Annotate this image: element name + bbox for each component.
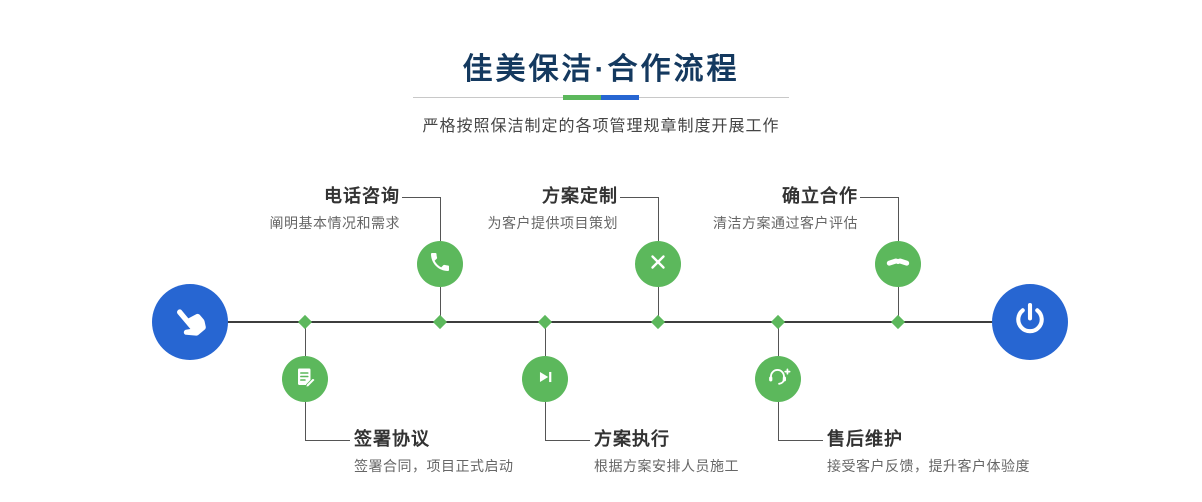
title-divider xyxy=(413,95,789,100)
timeline-node-diamond xyxy=(432,314,448,330)
step-title: 方案定制 xyxy=(542,186,618,206)
page-subtitle: 严格按照保洁制定的各项管理规章制度开展工作 xyxy=(422,118,780,135)
power-icon xyxy=(1011,301,1049,344)
timeline-end-node xyxy=(992,284,1068,360)
step-node-sign-agreement xyxy=(282,356,328,402)
step-desc: 清洁方案通过客户评估 xyxy=(713,215,858,231)
connector-line xyxy=(778,322,779,356)
timeline-node-diamond xyxy=(770,314,786,330)
step-label-establish-cooperation: 确立合作 清洁方案通过客户评估 xyxy=(608,185,858,232)
step-node-establish-cooperation xyxy=(875,241,921,287)
connector-line xyxy=(778,440,823,441)
divider-green-segment xyxy=(563,95,601,100)
pointing-hand-icon xyxy=(170,300,210,345)
connector-line xyxy=(440,197,441,241)
contract-icon xyxy=(293,365,317,394)
connector-line xyxy=(545,440,590,441)
step-label-plan-execution: 方案执行 根据方案安排人员施工 xyxy=(594,428,854,475)
timeline-start-node xyxy=(152,284,228,360)
connector-line xyxy=(658,287,659,322)
connector-line xyxy=(402,197,440,198)
step-node-plan-customization xyxy=(635,241,681,287)
play-icon xyxy=(534,366,556,393)
step-title: 签署协议 xyxy=(354,429,430,449)
step-node-phone-consultation xyxy=(417,241,463,287)
step-desc: 接受客户反馈，提升客户体验度 xyxy=(827,458,1030,474)
timeline-line xyxy=(190,321,1030,323)
timeline-node-diamond xyxy=(297,314,313,330)
timeline-node-diamond xyxy=(537,314,553,330)
divider-blue-segment xyxy=(601,95,639,100)
connector-line xyxy=(860,197,898,198)
connector-line xyxy=(620,197,658,198)
step-node-after-sales xyxy=(755,356,801,402)
pen-tools-icon xyxy=(647,251,669,278)
connector-line xyxy=(658,197,659,241)
step-desc: 签署合同，项目正式启动 xyxy=(354,458,514,474)
step-label-after-sales: 售后维护 接受客户反馈，提升客户体验度 xyxy=(827,428,1107,475)
headset-icon xyxy=(765,364,791,395)
connector-line xyxy=(778,402,779,440)
handshake-icon xyxy=(885,249,911,280)
phone-icon xyxy=(428,250,452,279)
step-label-phone-consultation: 电话咨询 阐明基本情况和需求 xyxy=(150,185,400,232)
step-desc: 根据方案安排人员施工 xyxy=(594,458,739,474)
step-label-plan-customization: 方案定制 为客户提供项目策划 xyxy=(368,185,618,232)
step-label-sign-agreement: 签署协议 签署合同，项目正式启动 xyxy=(354,428,614,475)
step-node-plan-execution xyxy=(522,356,568,402)
timeline-node-diamond xyxy=(650,314,666,330)
timeline-node-diamond xyxy=(890,314,906,330)
connector-line xyxy=(305,322,306,356)
step-title: 电话咨询 xyxy=(324,186,400,206)
connector-line xyxy=(305,402,306,440)
step-title: 确立合作 xyxy=(782,186,858,206)
connector-line xyxy=(305,440,350,441)
connector-line xyxy=(898,197,899,241)
connector-line xyxy=(898,287,899,322)
connector-line xyxy=(545,322,546,356)
step-desc: 为客户提供项目策划 xyxy=(487,215,618,231)
step-desc: 阐明基本情况和需求 xyxy=(269,215,400,231)
connector-line xyxy=(440,287,441,322)
connector-line xyxy=(545,402,546,440)
step-title: 方案执行 xyxy=(594,429,670,449)
page-title: 佳美保洁·合作流程 xyxy=(462,53,740,86)
step-title: 售后维护 xyxy=(827,429,903,449)
